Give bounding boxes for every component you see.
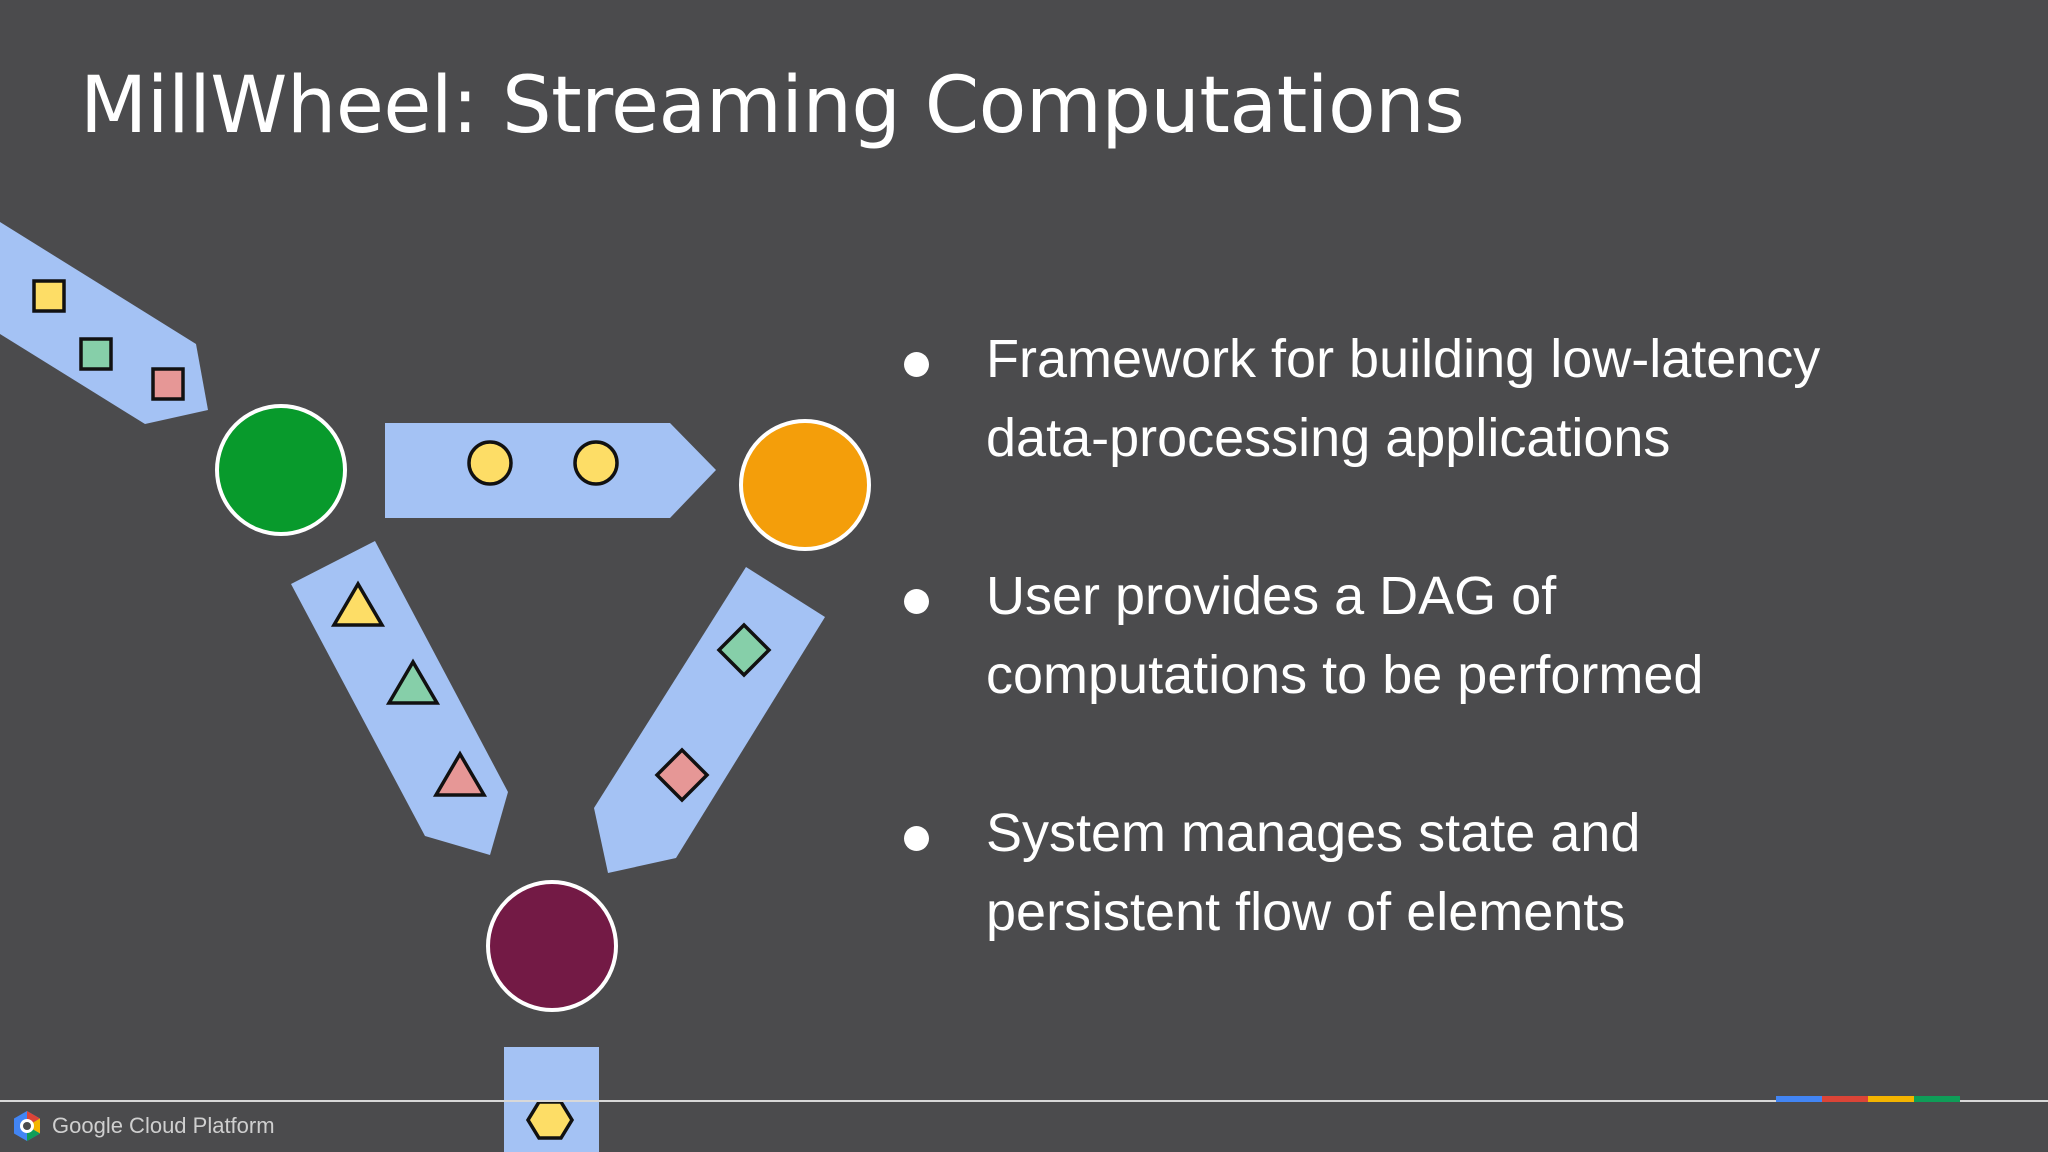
diamond-element-green [716,622,772,678]
bullet-line: User provides a DAG of [986,566,1557,626]
slide-title: MillWheel: Streaming Computations [80,61,1465,151]
bullet-dot [904,826,929,851]
strip-green [1914,1096,1960,1102]
circle-element [573,440,619,486]
brand-color-strip [1776,1096,1960,1102]
strip-blue [1776,1096,1822,1102]
bullet-text: System manages state and persistent flow… [986,794,2016,952]
bullet-line: persistent flow of elements [986,882,1626,942]
bullet-item: User provides a DAG of computations to b… [900,557,2020,794]
computation-node-orange [739,419,871,551]
google-cloud-platform-logo: Google Cloud Platform [10,1109,275,1143]
square-element-red [151,367,185,401]
diamond-element-red [654,747,710,803]
brand-text: Google Cloud Platform [52,1113,275,1138]
bullet-line: System manages state and [986,803,1641,863]
hexagon-element [525,1100,575,1140]
bullet-dot [904,589,929,614]
stream-orange-to-maroon [594,567,825,873]
bullet-item: Framework for building low-latency data-… [900,320,2020,557]
bullet-dot [904,352,929,377]
bullet-line: Framework for building low-latency [986,329,1821,389]
computation-node-green [215,404,347,536]
bullet-line: data-processing applications [986,408,1671,468]
bullet-item: System manages state and persistent flow… [900,794,2020,1031]
bullet-text: User provides a DAG of computations to b… [986,557,2016,715]
square-element-yellow [32,279,66,313]
strip-yellow [1868,1096,1914,1102]
bullet-line: computations to be performed [986,645,1704,705]
triangle-element-yellow [330,580,386,627]
bullet-text: Framework for building low-latency data-… [986,320,2016,478]
computation-node-maroon [486,880,618,1012]
triangle-element-red [432,750,488,797]
square-element-green [79,337,113,371]
bullet-list: Framework for building low-latency data-… [900,320,2020,1031]
stream-green-to-orange [385,423,716,518]
strip-red [1822,1096,1868,1102]
circle-element [467,440,513,486]
triangle-element-green [385,658,441,705]
dag-diagram [0,222,871,1152]
cloud-platform-hexagon-icon [14,1111,40,1141]
footer-divider [0,1100,2048,1102]
